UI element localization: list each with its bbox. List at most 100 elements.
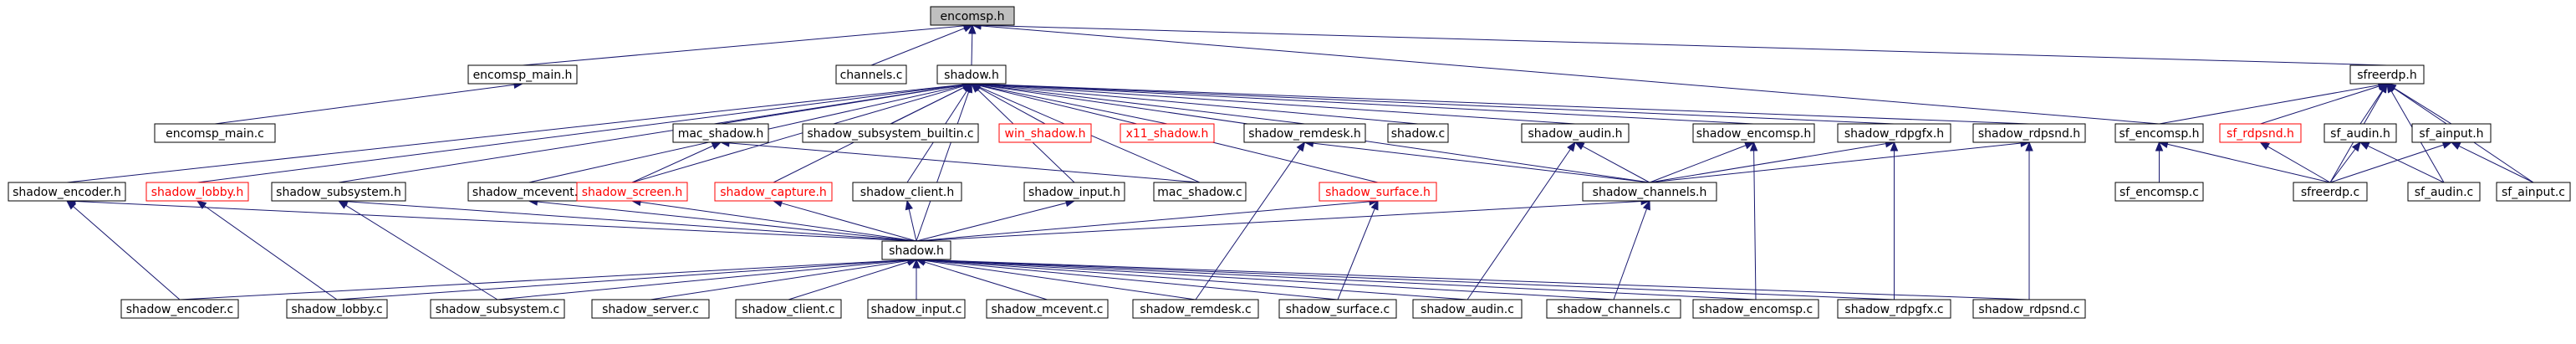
node-label: shadow_input.c [871, 303, 962, 316]
node-shadow-lobby-c[interactable]: shadow_lobby.c [286, 299, 388, 319]
node-shadow-remdesk-c[interactable]: shadow_remdesk.c [1132, 299, 1259, 319]
arrowhead [65, 200, 77, 210]
node-label: sf_encomsp.h [2119, 127, 2199, 141]
node-shadow-subsystem-builtin-c[interactable]: shadow_subsystem_builtin.c [802, 123, 979, 143]
node-shadow-channels-h[interactable]: shadow_channels.h [1582, 182, 1717, 202]
node-x11-shadow-h[interactable]: x11_shadow.h [1120, 123, 1215, 143]
node-sfreerdp-c[interactable]: sfreerdp.c [2293, 182, 2368, 202]
edge-shadow-screen-h-to-shadow-h-top [631, 85, 964, 183]
arrowhead [1574, 141, 1585, 151]
node-label: mac_shadow.c [1157, 186, 1242, 199]
arrowhead [1567, 141, 1576, 152]
node-shadow-surface-c[interactable]: shadow_surface.c [1278, 299, 1397, 319]
node-shadow-rdpgfx-h[interactable]: shadow_rdpgfx.h [1837, 123, 1951, 143]
node-mac-shadow-c[interactable]: mac_shadow.c [1153, 182, 1247, 202]
node-shadow-encomsp-h[interactable]: shadow_encomsp.h [1692, 123, 1815, 143]
node-box [2324, 123, 2397, 143]
node-encomsp-main-h[interactable]: encomsp_main.h [467, 64, 578, 85]
node-shadow-h-mid[interactable]: shadow.h [881, 240, 951, 260]
node-shadow-subsystem-h[interactable]: shadow_subsystem.h [271, 182, 406, 202]
node-shadow-h-top[interactable]: shadow.h [936, 64, 1007, 85]
node-shadow-encoder-h[interactable]: shadow_encoder.h [8, 182, 126, 202]
edge-channels-c-to-encomsp-h [870, 28, 965, 66]
node-box [2293, 182, 2368, 202]
edge-shadow-channels-c-to-shadow-h-mid [924, 259, 1614, 300]
node-box [2219, 123, 2302, 143]
node-sf-audin-h[interactable]: sf_audin.h [2324, 123, 2397, 143]
edge-shadow-rdpsnd-c-to-shadow-h-mid [924, 259, 2030, 300]
node-shadow-client-c[interactable]: shadow_client.c [735, 299, 842, 319]
edge-win-shadow-h-to-shadow-h-top [978, 87, 1046, 125]
node-sf-ainput-c[interactable]: sf_ainput.c [2496, 182, 2571, 202]
node-label: shadow.c [1391, 127, 1446, 141]
node-shadow-audin-c[interactable]: shadow_audin.c [1412, 299, 1523, 319]
node-encomsp-main-c[interactable]: encomsp_main.c [154, 123, 276, 143]
node-label: win_shadow.h [1005, 127, 1086, 141]
node-label: shadow_input.h [1028, 186, 1120, 199]
node-box [1972, 299, 2086, 319]
edge-shadow-surface-c-to-shadow-surface-h [1337, 208, 1375, 300]
node-sf-encomsp-h[interactable]: sf_encomsp.h [2114, 123, 2204, 143]
node-shadow-remdesk-h[interactable]: shadow_remdesk.h [1243, 123, 1366, 143]
node-box [576, 182, 688, 202]
edge-shadow-screen-h-to-mac-shadow-h [631, 145, 714, 183]
node-shadow-rdpsnd-c[interactable]: shadow_rdpsnd.c [1972, 299, 2086, 319]
node-sf-encomsp-c[interactable]: sf_encomsp.c [2114, 182, 2204, 202]
node-shadow-audin-h[interactable]: shadow_audin.h [1521, 123, 1630, 143]
node-shadow-encoder-c[interactable]: shadow_encoder.c [120, 299, 239, 319]
node-box [1319, 182, 1437, 202]
node-label: shadow_subsystem_builtin.c [807, 127, 973, 141]
node-shadow-rdpgfx-c[interactable]: shadow_rdpgfx.c [1837, 299, 1951, 319]
node-label: shadow_surface.c [1286, 303, 1390, 316]
edge-shadow-subsystem-c-to-shadow-subsystem-h [345, 204, 498, 300]
edge-shadow-channels-h-to-shadow-rdpgfx-h [1649, 143, 1886, 183]
edge-shadow-mcevent-c-to-shadow-h-mid [924, 261, 1048, 300]
node-shadow-server-c[interactable]: shadow_server.c [591, 299, 710, 319]
edge-shadow-rdpsnd-h-to-shadow-h-top [979, 83, 2030, 125]
node-shadow-subsystem-c[interactable]: shadow_subsystem.c [430, 299, 565, 319]
edge-shadow-lobby-h-to-shadow-h-top [196, 84, 964, 183]
edge-shadow-audin-c-to-shadow-h-mid [924, 259, 1468, 300]
node-mac-shadow-h[interactable]: mac_shadow.h [672, 123, 769, 143]
edge-shadow-channels-h-to-shadow-remdesk-h [1313, 142, 1650, 183]
node-encomsp-h[interactable]: encomsp.h [930, 6, 1015, 26]
node-label: shadow_lobby.h [151, 186, 244, 199]
node-box [867, 299, 966, 319]
node-box [1153, 182, 1247, 202]
edge-shadow-surface-c-to-shadow-h-mid [924, 259, 1339, 300]
node-shadow-input-c[interactable]: shadow_input.c [867, 299, 966, 319]
node-win-shadow-h[interactable]: win_shadow.h [998, 123, 1092, 143]
node-shadow-mcevent-c[interactable]: shadow_mcevent.c [986, 299, 1109, 319]
edge-sf-ainput-c-to-sf-ainput-h [2458, 145, 2534, 183]
node-shadow-input-h[interactable]: shadow_input.h [1023, 182, 1125, 202]
node-shadow-surface-h[interactable]: shadow_surface.h [1319, 182, 1437, 202]
node-shadow-rdpsnd-h[interactable]: shadow_rdpsnd.h [1972, 123, 2086, 143]
node-shadow-capture-h[interactable]: shadow_capture.h [714, 182, 833, 202]
arrowhead [2385, 83, 2397, 92]
node-channels-c[interactable]: channels.c [835, 64, 907, 85]
arrowhead [1296, 141, 1306, 152]
node-box [1278, 299, 1397, 319]
node-box [1243, 123, 1366, 143]
node-shadow-screen-h[interactable]: shadow_screen.h [576, 182, 688, 202]
node-sf-ainput-h[interactable]: sf_ainput.h [2411, 123, 2492, 143]
node-shadow-lobby-h[interactable]: shadow_lobby.h [145, 182, 249, 202]
node-shadow-channels-c[interactable]: shadow_channels.c [1546, 299, 1681, 319]
node-label: sf_ainput.c [2502, 186, 2565, 199]
node-shadow-client-h[interactable]: shadow_client.h [852, 182, 962, 202]
edge-x11-shadow-h-to-shadow-h-top [979, 85, 1168, 125]
node-label: shadow_subsystem.c [436, 303, 559, 316]
arrowhead [1890, 141, 1899, 151]
node-shadow-c[interactable]: shadow.c [1387, 123, 1449, 143]
node-sf-rdpsnd-h[interactable]: sf_rdpsnd.h [2219, 123, 2302, 143]
edge-shadow-encoder-c-to-shadow-encoder-h [73, 206, 181, 300]
node-sf-audin-c[interactable]: sf_audin.c [2407, 182, 2481, 202]
arrowhead [2025, 141, 2033, 151]
node-box [8, 182, 126, 202]
node-sfreerdp-h[interactable]: sfreerdp.h [2349, 64, 2425, 85]
node-shadow-encomsp-c[interactable]: shadow_encomsp.c [1692, 299, 1819, 319]
node-shadow-mcevent-h[interactable]: shadow_mcevent.h [467, 182, 590, 202]
node-box [145, 182, 249, 202]
node-box [1692, 123, 1815, 143]
